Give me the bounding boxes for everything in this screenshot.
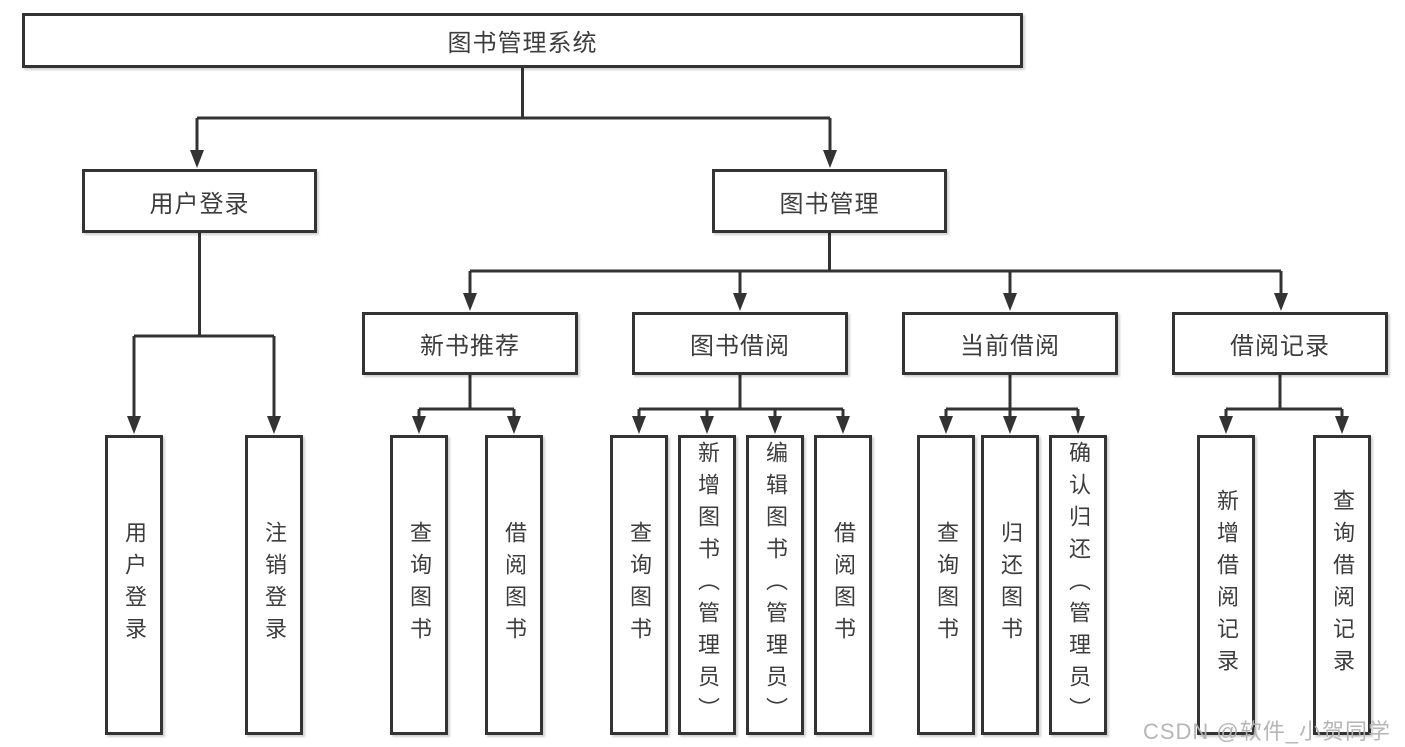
node-borrowing-records: 借阅记录 (1172, 312, 1388, 375)
leaf-logout-label: 注销登录 (262, 521, 287, 649)
leaf-query-borrow-record-label: 查询借阅记录 (1330, 489, 1355, 681)
csdn-watermark: CSDN @软件_小贺同学 (1142, 719, 1391, 744)
leaf-add-borrow-record: 新增借阅记录 (1197, 435, 1255, 735)
leaf-add-borrow-record-label: 新增借阅记录 (1214, 489, 1239, 681)
leaf-query-books-2-label: 查询图书 (627, 521, 652, 649)
leaf-add-book-admin: 新增图书（管理员） (678, 435, 736, 735)
leaf-query-books-1: 查询图书 (390, 435, 448, 735)
leaf-query-borrow-record: 查询借阅记录 (1313, 435, 1371, 735)
node-user-login: 用户登录 (82, 169, 317, 233)
leaf-query-books-2: 查询图书 (610, 435, 668, 735)
node-borrowing-records-label: 借阅记录 (1230, 333, 1330, 360)
leaf-query-books-3: 查询图书 (917, 435, 975, 735)
leaf-query-books-3-label: 查询图书 (934, 521, 959, 649)
node-current-borrowing: 当前借阅 (902, 312, 1118, 375)
leaf-logout: 注销登录 (245, 435, 303, 735)
leaf-return-book: 归还图书 (981, 435, 1039, 735)
leaf-borrow-books-2: 借阅图书 (814, 435, 872, 735)
leaf-add-book-admin-label: 新增图书（管理员） (695, 441, 720, 729)
node-book-borrowing: 图书借阅 (632, 312, 848, 375)
node-new-book-recommend: 新书推荐 (362, 312, 578, 375)
leaf-user-login: 用户登录 (105, 435, 163, 735)
leaf-confirm-return-admin-label: 确认归还（管理员） (1066, 441, 1091, 729)
leaf-borrow-books-1: 借阅图书 (485, 435, 543, 735)
leaf-confirm-return-admin: 确认归还（管理员） (1049, 435, 1107, 735)
node-root: 图书管理系统 (22, 13, 1023, 68)
node-book-management: 图书管理 (712, 169, 947, 233)
node-new-book-recommend-label: 新书推荐 (420, 333, 520, 360)
tree-edges (132, 68, 1344, 418)
node-book-management-label: 图书管理 (779, 190, 880, 218)
leaf-edit-book-admin: 编辑图书（管理员） (746, 435, 804, 735)
leaf-edit-book-admin-label: 编辑图书（管理员） (763, 441, 788, 729)
node-current-borrowing-label: 当前借阅 (960, 333, 1060, 360)
leaf-borrow-books-1-label: 借阅图书 (502, 521, 527, 649)
node-root-label: 图书管理系统 (447, 30, 598, 57)
leaf-return-book-label: 归还图书 (998, 521, 1023, 649)
leaf-borrow-books-2-label: 借阅图书 (831, 521, 856, 649)
node-user-login-label: 用户登录 (149, 190, 250, 218)
leaf-query-books-1-label: 查询图书 (407, 521, 432, 649)
node-book-borrowing-label: 图书借阅 (690, 333, 790, 360)
leaf-user-login-label: 用户登录 (122, 521, 147, 649)
